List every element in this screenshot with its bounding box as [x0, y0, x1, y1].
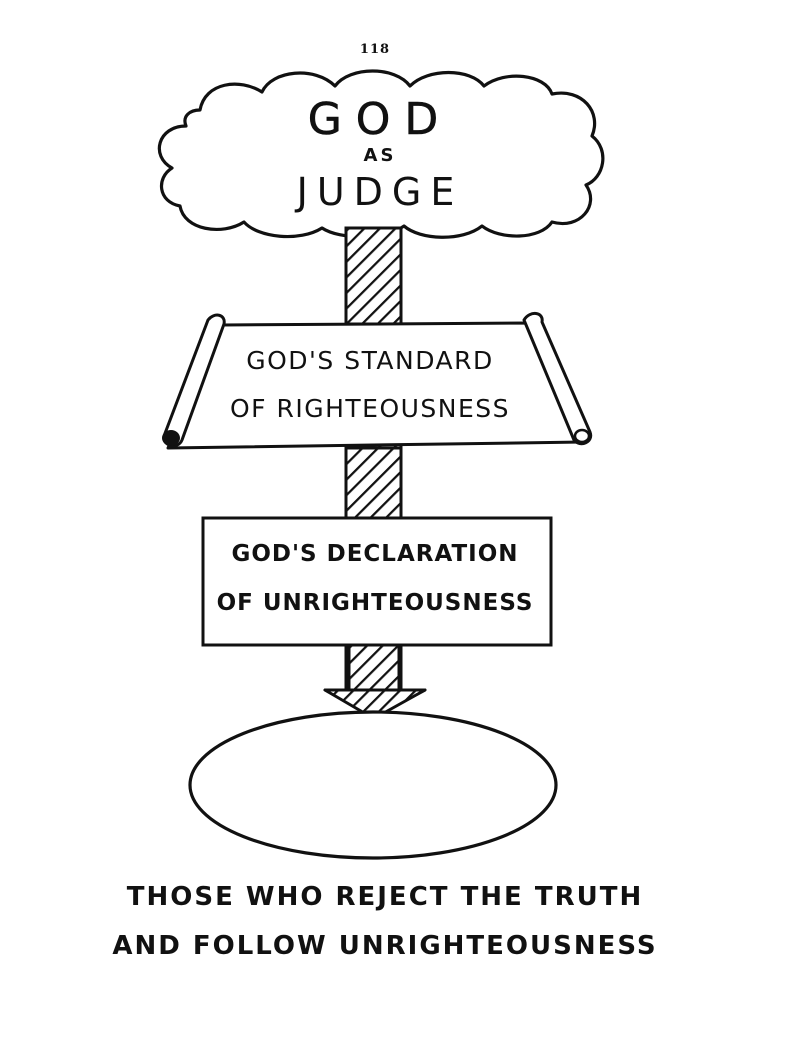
- declaration-line-1: GOD'S DECLARATION: [231, 541, 519, 567]
- cloud-shape: [157, 69, 605, 239]
- scroll-line-2: OF RIGHTEOUSNESS: [229, 394, 511, 423]
- cloud-connector: AS: [363, 145, 397, 166]
- arrow-shaft-lower: [347, 643, 401, 694]
- cloud-title: GOD: [307, 94, 453, 146]
- declaration-line-2: OF UNRIGHTEOUSNESS: [216, 590, 534, 616]
- people-ellipse: [188, 710, 558, 860]
- scroll-banner: [162, 312, 593, 450]
- caption-line-2: AND FOLLOW UNRIGHTEOUSNESS: [112, 931, 658, 961]
- arrow-tip: [323, 688, 427, 716]
- arrow-shaft-upper: [344, 226, 403, 326]
- scroll-line-1: GOD'S STANDARD: [246, 346, 494, 375]
- declaration-box: [201, 516, 553, 647]
- cloud-subtitle: JUDGE: [296, 170, 464, 214]
- page-number: 118: [359, 42, 391, 57]
- caption-line-1: THOSE WHO REJECT THE TRUTH: [126, 882, 644, 912]
- arrow-shaft-middle: [344, 446, 403, 520]
